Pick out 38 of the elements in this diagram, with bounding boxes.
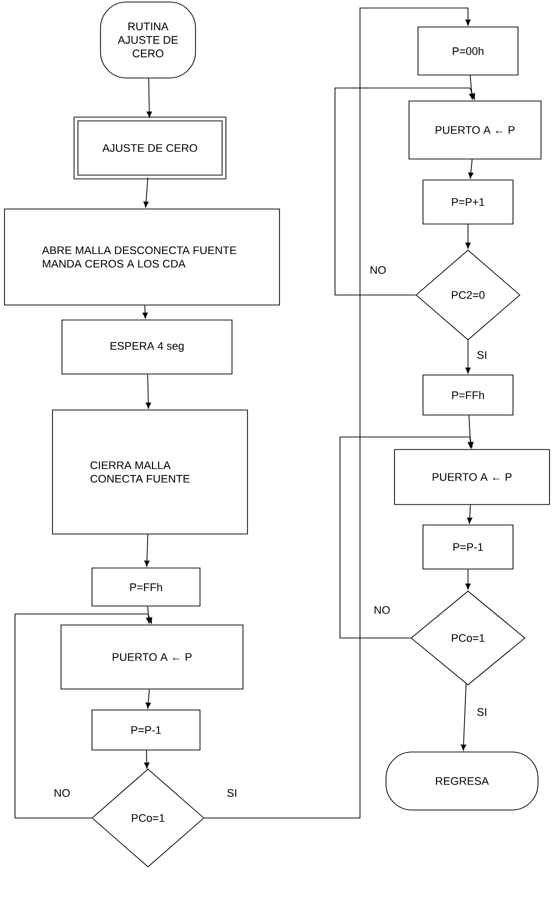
process-box: P=P+1: [422, 180, 514, 224]
process-box: P=FFh: [92, 568, 200, 606]
terminal-box: RUTINA AJUSTE DE CERO: [100, 2, 196, 78]
arrow: [465, 569, 471, 590]
process-box: P=00h: [418, 26, 518, 76]
arrow: [465, 340, 471, 374]
arrow: [334, 88, 476, 296]
arrow: [460, 683, 466, 751]
edge-label: SI: [476, 350, 488, 360]
arrow: [146, 78, 152, 118]
edge-label: NO: [368, 265, 388, 275]
process-box: P=FFh: [422, 374, 514, 416]
process-box: CIERRA MALLA CONECTA FUENTE: [52, 410, 248, 534]
arrow: [146, 374, 151, 409]
process-box: ABRE MALLA DESCONECTA FUENTE MANDA CEROS A LOS CDA: [4, 208, 280, 306]
process-box: PUERTO A ← P: [60, 624, 244, 690]
edge-label: SI: [476, 707, 488, 717]
arrow: [340, 436, 474, 638]
arrow: [467, 504, 472, 524]
process-box: P=P-1: [92, 710, 200, 750]
arrow: [142, 305, 148, 319]
arrow: [143, 177, 149, 208]
edge-label: NO: [372, 605, 392, 615]
process-box: ESPERA 4 seg: [62, 320, 232, 374]
arrow: [14, 614, 152, 818]
arrow: [144, 534, 150, 567]
subroutine-box: AJUSTE DE CERO: [74, 116, 226, 180]
arrow: [468, 159, 474, 179]
process-box: P=P-1: [422, 524, 514, 570]
terminal-box: REGRESA: [386, 752, 538, 810]
process-box: PUERTO A ← P: [394, 449, 550, 505]
edge-label: SI: [226, 788, 238, 798]
arrow: [204, 8, 471, 818]
arrow: [144, 750, 150, 768]
process-box: PUERTO A ← P: [408, 100, 542, 160]
arrow: [146, 689, 151, 709]
edge-label: NO: [52, 788, 72, 798]
arrow: [465, 224, 471, 249]
